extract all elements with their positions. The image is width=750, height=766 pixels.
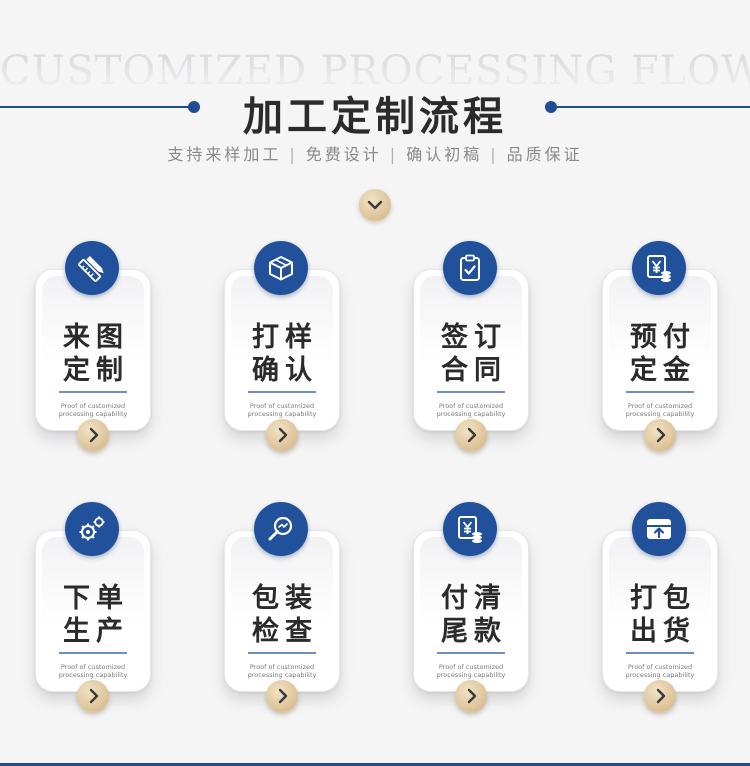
step-card: 付清 尾款 Proof of customized processing cap… — [413, 502, 529, 727]
next-step-button[interactable] — [644, 680, 676, 712]
step-desc-line1: Proof of customized — [249, 663, 315, 671]
subtitle-separator: | — [490, 145, 499, 164]
step-desc-line2: processing capability — [58, 410, 128, 418]
next-step-button[interactable] — [77, 419, 109, 451]
chevron-down-icon — [367, 200, 383, 210]
step-title-line2: 生产 — [63, 616, 129, 647]
step-desc-line2: processing capability — [436, 410, 506, 418]
chevron-right-icon — [656, 427, 666, 443]
next-step-button[interactable] — [266, 419, 298, 451]
pencil-ruler-icon — [65, 241, 119, 295]
yen-coins-icon — [443, 502, 497, 556]
next-step-button[interactable] — [77, 680, 109, 712]
step-desc-line2: processing capability — [58, 671, 128, 679]
box-icon — [254, 241, 308, 295]
step-title-line2: 合同 — [441, 355, 507, 386]
step-title-line1: 包装 — [252, 583, 318, 614]
chevron-right-icon — [467, 427, 477, 443]
chevron-right-icon — [467, 688, 477, 704]
next-step-button[interactable] — [644, 419, 676, 451]
divider — [626, 391, 694, 393]
divider — [437, 652, 505, 654]
divider — [59, 652, 127, 654]
page-title: 加工定制流程 — [243, 94, 507, 140]
step-desc-line1: Proof of customized — [60, 663, 126, 671]
header-dot-right — [545, 101, 557, 113]
subtitle: 支持来样加工 | 免费设计 | 确认初稿 | 品质保证 — [0, 141, 750, 165]
shipping-box-icon — [632, 502, 686, 556]
divider — [248, 652, 316, 654]
step-card: 签订 合同 Proof of customized processing cap… — [413, 241, 529, 466]
header-dot-left — [188, 101, 200, 113]
step-card: 来图 定制 Proof of customized processing cap… — [35, 241, 151, 466]
chevron-right-icon — [656, 688, 666, 704]
step-title-line1: 签订 — [441, 322, 507, 353]
magnifier-icon — [254, 502, 308, 556]
next-step-button[interactable] — [266, 680, 298, 712]
step-title-line2: 定制 — [63, 355, 129, 386]
chevron-right-icon — [89, 688, 99, 704]
step-desc-line1: Proof of customized — [438, 402, 504, 410]
header-line-left — [0, 106, 192, 108]
header-line-right — [554, 106, 750, 108]
step-desc-line1: Proof of customized — [60, 402, 126, 410]
step-desc-line2: processing capability — [247, 410, 317, 418]
step-card: 下单 生产 Proof of customized processing cap… — [35, 502, 151, 727]
step-desc-line1: Proof of customized — [249, 402, 315, 410]
step-title-line1: 付清 — [441, 583, 507, 614]
subtitle-item: 确认初稿 — [406, 145, 483, 164]
step-desc-line1: Proof of customized — [627, 402, 693, 410]
step-card: 打包 出货 Proof of customized processing cap… — [602, 502, 718, 727]
step-title-line1: 打包 — [630, 583, 696, 614]
step-desc-line2: processing capability — [625, 671, 695, 679]
step-title-line2: 确认 — [252, 355, 318, 386]
step-title-line2: 检查 — [252, 616, 318, 647]
subtitle-item: 免费设计 — [305, 145, 382, 164]
step-title-line1: 预付 — [630, 322, 696, 353]
subtitle-item: 品质保证 — [506, 145, 583, 164]
step-desc-line1: Proof of customized — [627, 663, 693, 671]
clipboard-check-icon — [443, 241, 497, 295]
step-card: 预付 定金 Proof of customized processing cap… — [602, 241, 718, 466]
next-step-button[interactable] — [455, 680, 487, 712]
chevron-right-icon — [89, 427, 99, 443]
chevron-right-icon — [278, 688, 288, 704]
step-desc-line1: Proof of customized — [438, 663, 504, 671]
divider — [626, 652, 694, 654]
scroll-down-button[interactable] — [359, 189, 391, 221]
step-title-line2: 出货 — [630, 616, 696, 647]
step-card: 打样 确认 Proof of customized processing cap… — [224, 241, 340, 466]
next-step-button[interactable] — [455, 419, 487, 451]
subtitle-separator: | — [389, 145, 399, 164]
step-desc-line2: processing capability — [247, 671, 317, 679]
chevron-right-icon — [278, 427, 288, 443]
step-title-line1: 来图 — [63, 322, 129, 353]
step-desc-line2: processing capability — [625, 410, 695, 418]
step-title-line1: 下单 — [63, 583, 129, 614]
subtitle-item: 支持来样加工 — [167, 145, 282, 164]
divider — [248, 391, 316, 393]
divider — [437, 391, 505, 393]
step-desc-line2: processing capability — [436, 671, 506, 679]
gears-icon — [65, 502, 119, 556]
step-card: 包装 检查 Proof of customized processing cap… — [224, 502, 340, 727]
bottom-border — [0, 763, 750, 766]
subtitle-separator: | — [289, 145, 298, 164]
yen-coins-icon — [632, 241, 686, 295]
background-title: CUSTOMIZED PROCESSING FLOW — [0, 48, 750, 94]
step-title-line1: 打样 — [252, 322, 318, 353]
step-title-line2: 定金 — [630, 355, 696, 386]
divider — [59, 391, 127, 393]
step-title-line2: 尾款 — [441, 616, 507, 647]
